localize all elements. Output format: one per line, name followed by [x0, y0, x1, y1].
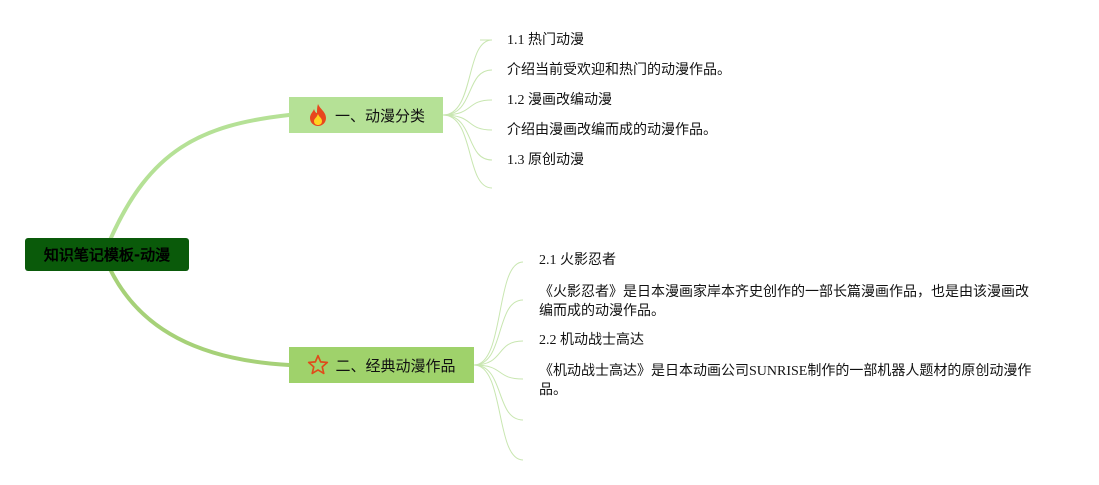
leaf-manga-adaptation-title[interactable]: 1.2 漫画改编动漫: [507, 93, 612, 108]
branch-1-label: 一、动漫分类: [334, 106, 425, 125]
branch-node-anime-categories[interactable]: 一、动漫分类: [289, 97, 443, 133]
root-to-branch-1-connector: [108, 113, 291, 242]
star-icon: [308, 354, 329, 375]
branch-node-classic-anime[interactable]: 二、经典动漫作品: [289, 347, 474, 383]
branch-2-label: 二、经典动漫作品: [335, 356, 456, 375]
leaf-naruto-title[interactable]: 2.1 火影忍者: [539, 253, 616, 268]
leaf-naruto-desc[interactable]: 《火影忍者》是日本漫画家岸本齐史创作的一部长篇漫画作品，也是由该漫画改编而成的动…: [539, 285, 1029, 319]
leaf-original-anime-title[interactable]: 1.3 原创动漫: [507, 153, 584, 168]
leaf-popular-anime-desc[interactable]: 介绍当前受欢迎和热门的动漫作品。: [507, 63, 731, 78]
branch-1-leaf-connectors: [442, 39, 493, 189]
leaf-popular-anime-title[interactable]: 1.1 热门动漫: [507, 33, 584, 48]
branch-2-leaf-connectors: [473, 261, 524, 461]
fire-icon: [309, 104, 326, 126]
root-label: 知识笔记模板-动漫: [43, 246, 171, 264]
leaf-manga-adaptation-desc[interactable]: 介绍由漫画改编而成的动漫作品。: [507, 123, 717, 138]
leaf-gundam-desc[interactable]: 《机动战士高达》是日本动画公司SUNRISE制作的一部机器人题材的原创动漫作品。: [539, 364, 1032, 398]
root-node[interactable]: 知识笔记模板-动漫: [25, 238, 189, 271]
root-to-branch-2-connector: [108, 267, 291, 367]
leaf-gundam-title[interactable]: 2.2 机动战士高达: [539, 333, 644, 348]
